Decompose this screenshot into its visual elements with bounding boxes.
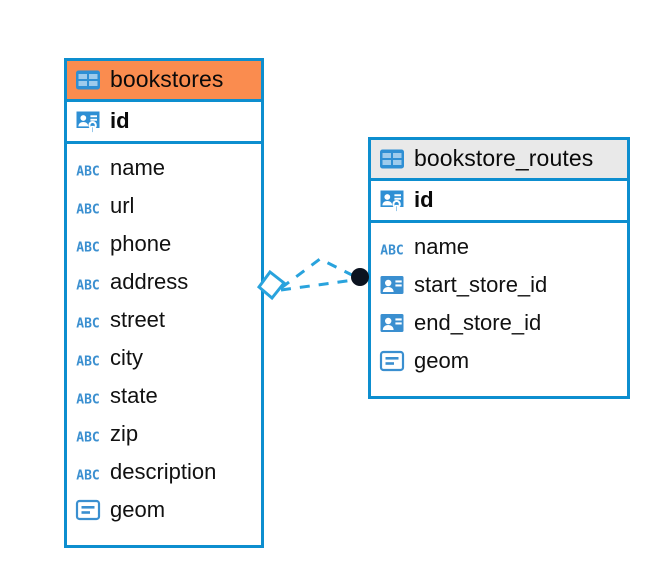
text-abc-icon: ABC (75, 311, 101, 332)
svg-text:ABC: ABC (76, 469, 99, 484)
relationship-line-end-store-id[interactable] (280, 257, 355, 290)
text-abc-icon: ABC (379, 238, 405, 259)
svg-text:ABC: ABC (76, 393, 99, 408)
foreign-key-icon (379, 272, 405, 298)
svg-text:ABC: ABC (76, 165, 99, 180)
field-row[interactable]: geom (67, 491, 261, 529)
primary-key-icon (379, 187, 405, 213)
text-abc-icon: ABC (75, 197, 101, 218)
field-label: phone (110, 231, 172, 256)
relationship-line-start-store-id[interactable] (280, 278, 355, 292)
text-abc-icon: ABC (75, 349, 101, 370)
entity-bookstores-primary-key-label: id (110, 108, 130, 133)
text-abc-icon: ABC (75, 387, 101, 408)
field-row[interactable]: start_store_id (371, 266, 627, 304)
entity-bookstores[interactable]: bookstores id (64, 58, 264, 548)
svg-text:ABC: ABC (76, 279, 99, 294)
text-abc-icon: ABC (75, 425, 101, 446)
field-row[interactable]: end_store_id (371, 304, 627, 342)
field-label: start_store_id (414, 272, 548, 297)
field-label: geom (110, 497, 166, 522)
svg-text:ABC: ABC (76, 431, 99, 446)
field-label: address (110, 269, 189, 294)
field-row[interactable]: ABC url (67, 187, 261, 225)
field-label: name (414, 234, 470, 259)
text-abc-icon: ABC (75, 235, 101, 256)
field-label: city (110, 345, 143, 370)
field-label: zip (110, 421, 139, 446)
primary-key-icon (75, 108, 101, 134)
text-abc-icon: ABC (75, 159, 101, 180)
geometry-icon (379, 348, 405, 374)
field-row[interactable]: ABC zip (67, 415, 261, 453)
field-label: description (110, 459, 217, 484)
field-label: state (110, 383, 158, 408)
field-row[interactable]: ABC street (67, 301, 261, 339)
entity-bookstores-title: bookstores (110, 66, 224, 92)
entity-bookstore-routes-title: bookstore_routes (414, 145, 594, 171)
field-row[interactable]: ABC description (67, 453, 261, 491)
svg-text:ABC: ABC (380, 244, 403, 259)
relationship-dot-marker[interactable] (351, 268, 369, 286)
field-label: url (110, 193, 135, 218)
svg-text:ABC: ABC (76, 241, 99, 256)
field-label: geom (414, 348, 470, 373)
entity-bookstore-routes-header[interactable]: bookstore_routes (371, 140, 627, 178)
field-row[interactable]: ABC name (371, 228, 627, 266)
text-abc-icon: ABC (75, 273, 101, 294)
svg-text:ABC: ABC (76, 355, 99, 370)
field-row[interactable]: ABC state (67, 377, 261, 415)
entity-bookstores-header[interactable]: bookstores (67, 61, 261, 99)
field-row[interactable]: ABC city (67, 339, 261, 377)
field-label: end_store_id (414, 310, 542, 335)
table-icon (379, 146, 405, 172)
entity-bookstore-routes-primary-key-row[interactable]: id (371, 178, 627, 223)
entity-bookstores-field-list: ABC name ABC url ABC p (67, 144, 261, 533)
svg-text:ABC: ABC (76, 317, 99, 332)
entity-bookstore-routes-primary-key-label: id (414, 187, 434, 212)
field-row[interactable]: ABC phone (67, 225, 261, 263)
field-row[interactable]: geom (371, 342, 627, 380)
foreign-key-icon (379, 310, 405, 336)
entity-bookstore-routes[interactable]: bookstore_routes id (368, 137, 630, 399)
table-icon (75, 67, 101, 93)
geometry-icon (75, 497, 101, 523)
field-label: street (110, 307, 166, 332)
text-abc-icon: ABC (75, 463, 101, 484)
svg-text:ABC: ABC (76, 203, 99, 218)
field-row[interactable]: ABC name (67, 149, 261, 187)
field-label: name (110, 155, 166, 180)
entity-bookstore-routes-field-list: ABC name start_store_id (371, 223, 627, 384)
field-row[interactable]: ABC address (67, 263, 261, 301)
entity-bookstores-primary-key-row[interactable]: id (67, 99, 261, 144)
